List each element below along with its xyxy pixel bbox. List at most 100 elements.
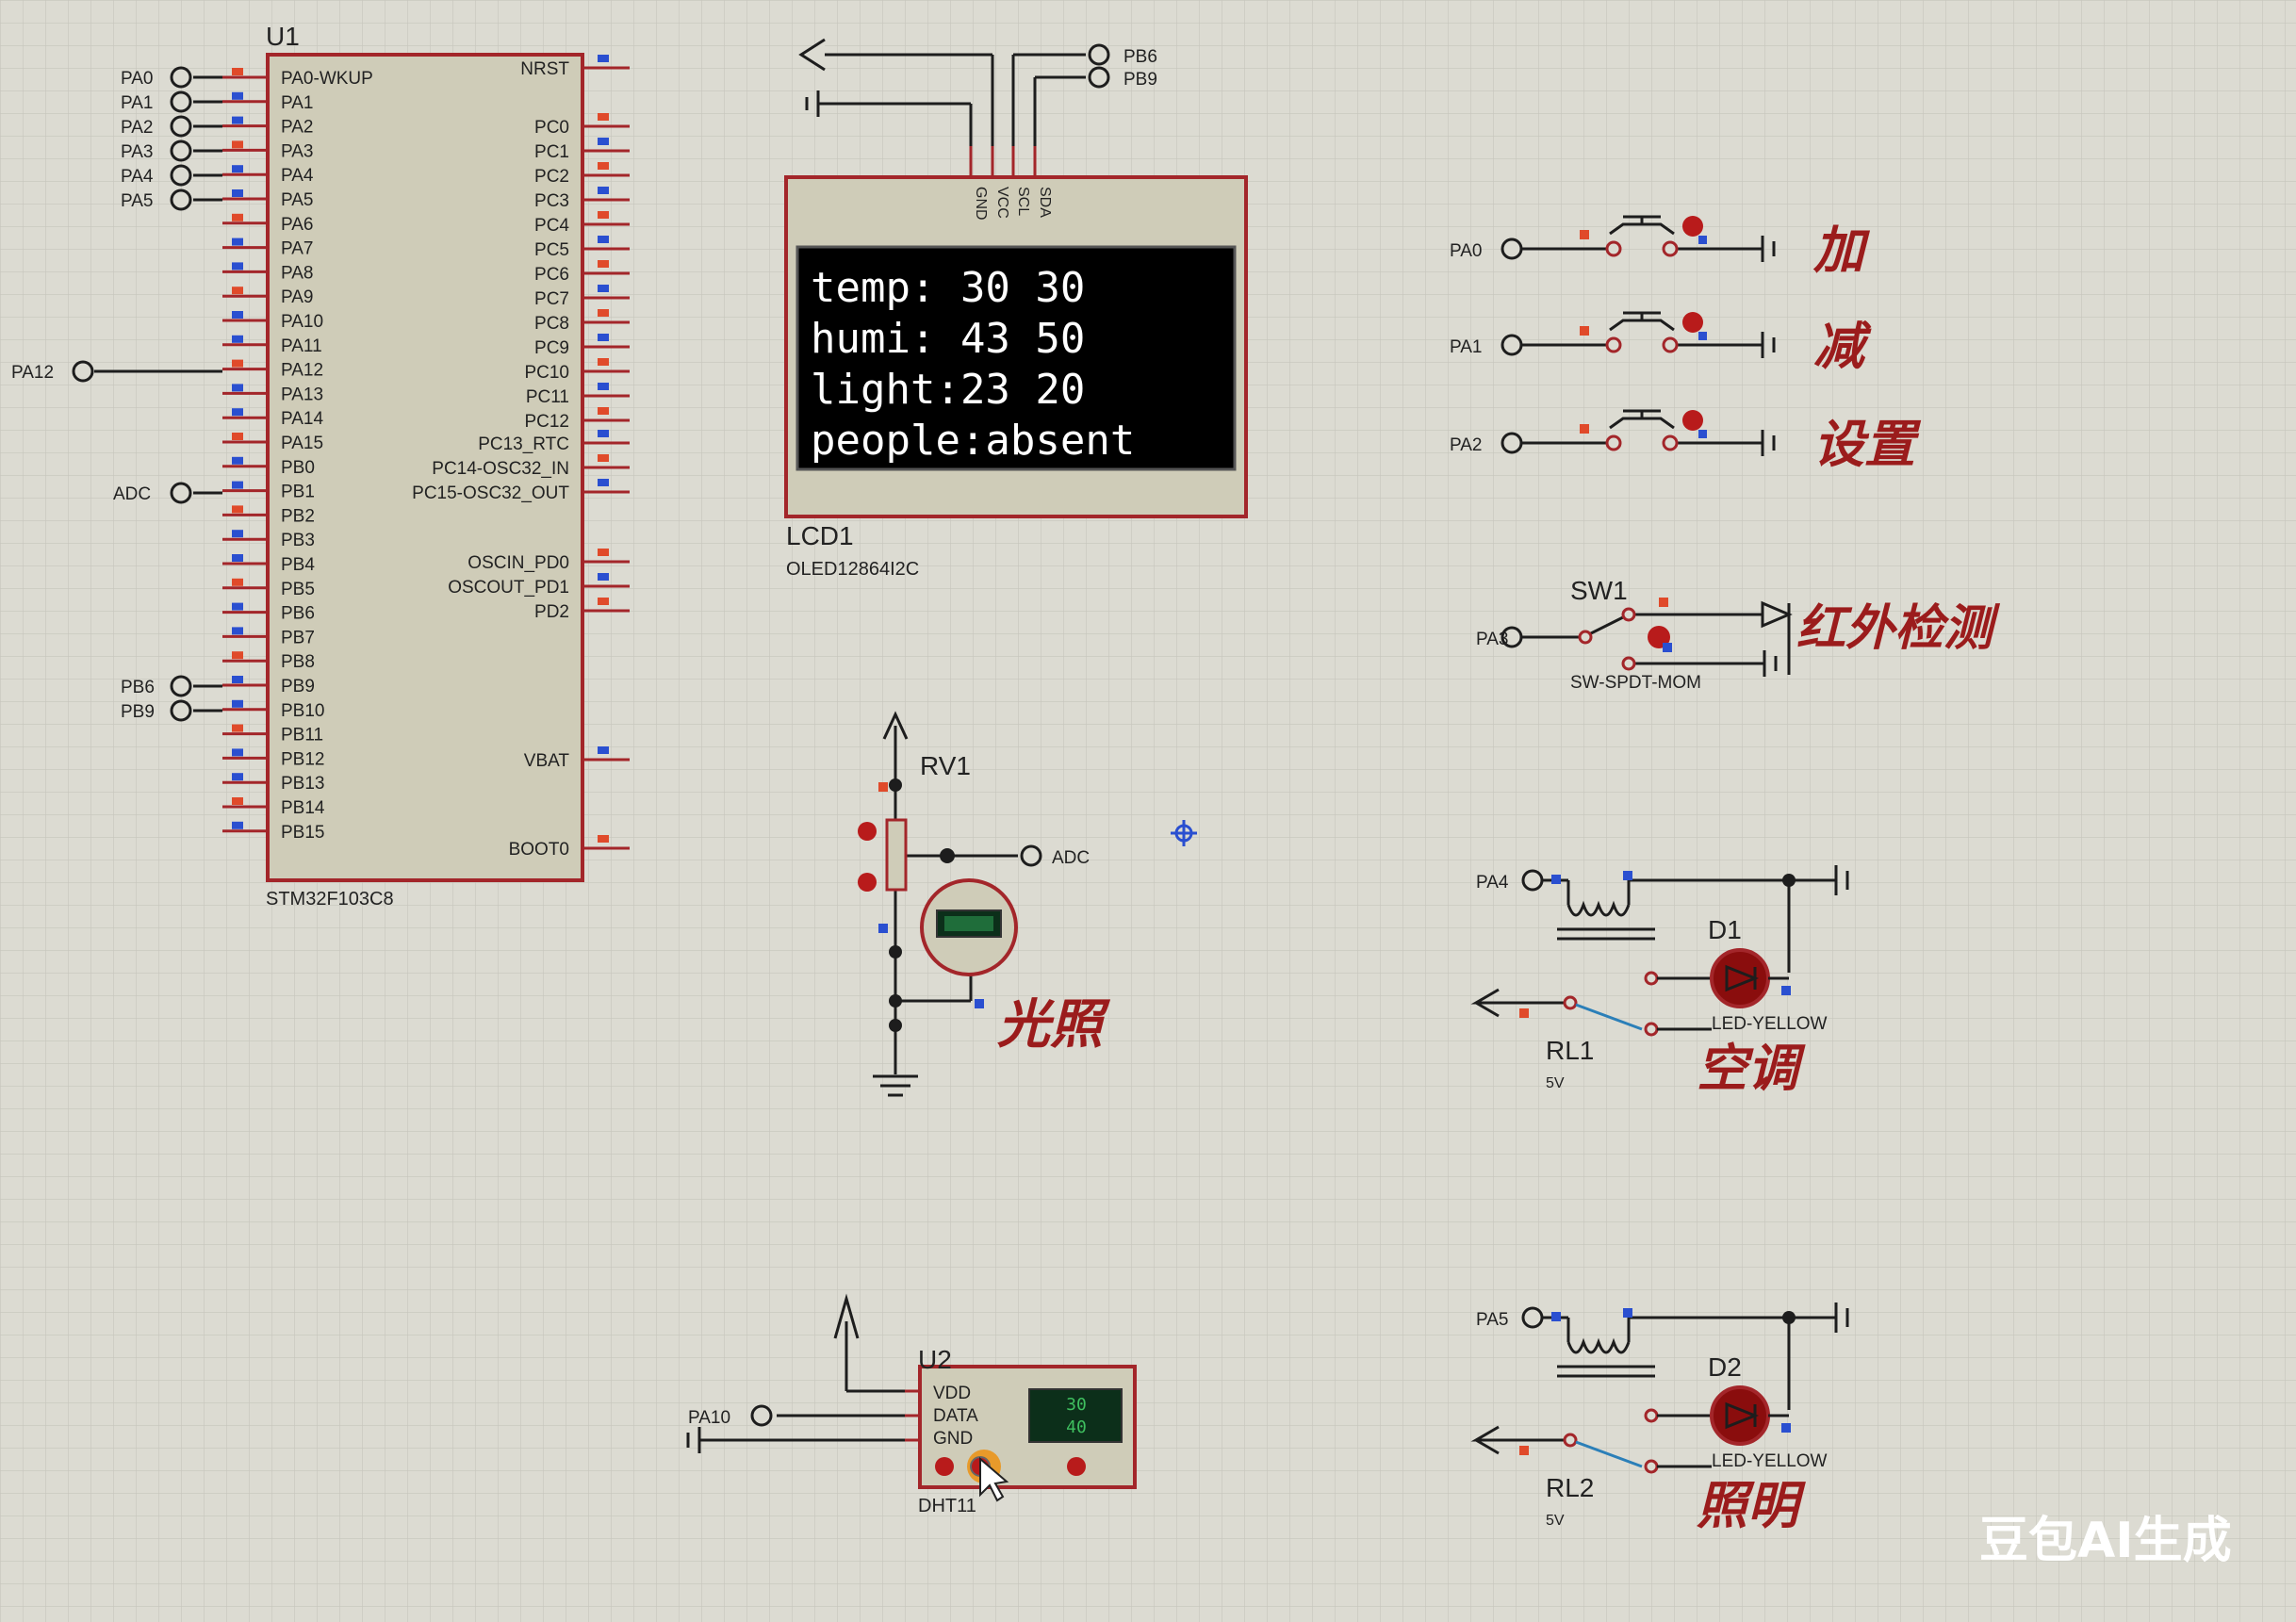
mcu-net-terminals	[72, 66, 222, 722]
relay-net: PA4	[1476, 873, 1509, 893]
dht-part: DHT11	[918, 1496, 976, 1516]
sw1-ref: SW1	[1570, 576, 1628, 605]
mcu-pin-left: PB6	[281, 604, 315, 624]
dht11-sensor[interactable]: PA10 VDD DATA GND 30 40 U2 DHT11	[686, 1293, 1137, 1516]
mcu-pin-left: PB1	[281, 483, 315, 502]
ldr-net: ADC	[1052, 848, 1090, 868]
mcu-pin-left: PB14	[281, 798, 325, 818]
mcu-pin-left: PB3	[281, 531, 315, 550]
net-label-adc: ADC	[113, 484, 151, 504]
sw1-net: PA3	[1476, 630, 1509, 649]
oled-pin-gnd: GND	[973, 187, 989, 221]
net-label-pa5: PA5	[121, 191, 154, 211]
oled-net-label-pb6: PB6	[1123, 47, 1157, 67]
relay-value: 5V	[1546, 1075, 1565, 1091]
mcu-pin-right: PC15-OSC32_OUT	[412, 483, 569, 503]
mcu-pin-right: PC2	[534, 167, 569, 187]
mcu-pin-right: PC1	[534, 142, 569, 162]
button-net: PA2	[1450, 435, 1483, 455]
mcu-pin-left: PA12	[281, 361, 323, 381]
relay-net: PA5	[1476, 1310, 1509, 1330]
mcu-pin-left: PB10	[281, 701, 324, 721]
mcu-pin-left: PB11	[281, 726, 323, 745]
mcu-pin-right: OSCOUT_PD1	[448, 578, 569, 598]
net-label-pb6: PB6	[121, 678, 155, 697]
mcu-pin-left: PB15	[281, 823, 324, 843]
relay-led-part: LED-YELLOW	[1712, 1014, 1828, 1034]
mcu-pin-left: PB4	[281, 555, 315, 575]
mcu-pin-right: PC8	[534, 314, 569, 334]
dht-pin-data: DATA	[933, 1406, 978, 1426]
mcu-pin-right: PC13_RTC	[478, 434, 569, 454]
mcu-pin-left: PA1	[281, 93, 314, 113]
mcu-left-pins: PA0-WKUPPA1PA2PA3PA4PA5PA6PA7PA8PA9PA10P…	[222, 68, 373, 843]
oled-pin-sda: SDA	[1037, 187, 1053, 218]
button-pa2[interactable]: PA2 设置	[1450, 409, 1922, 474]
oled-line-humi: humi: 43 50	[811, 315, 1085, 363]
oled-part: OLED12864I2C	[786, 559, 919, 580]
dht-display-temp: 30	[1066, 1395, 1087, 1415]
ir-switch[interactable]: PA3 SW1 SW-SPDT-MOM 红外检测	[1476, 576, 2001, 693]
mcu-pin-left: PA14	[281, 409, 324, 429]
mcu-pin-right: NRST	[520, 59, 569, 79]
sw1-label: 红外检测	[1796, 600, 2001, 657]
button-net: PA0	[1450, 241, 1483, 261]
mcu-pin-left: PA3	[281, 141, 314, 161]
mcu-pin-left: PA7	[281, 239, 314, 259]
mcu-pin-right: PC6	[534, 265, 569, 285]
dht-pin-gnd: GND	[933, 1429, 973, 1449]
mcu-pin-right: PC10	[524, 363, 569, 383]
mcu-pin-left: PB9	[281, 677, 315, 696]
mcu-pin-left: PB12	[281, 749, 324, 769]
net-label-pa0: PA0	[121, 69, 154, 89]
net-label-pa3: PA3	[121, 142, 154, 162]
oled-line-light: light:23 20	[811, 366, 1085, 414]
net-label-pa2: PA2	[121, 118, 154, 138]
mcu-pin-left: PA5	[281, 190, 314, 210]
net-label-pa1: PA1	[121, 93, 154, 113]
sw1-part: SW-SPDT-MOM	[1570, 673, 1701, 693]
mcu-pin-right: PC7	[534, 289, 569, 309]
mcu-pin-left: PB7	[281, 628, 315, 647]
oled-screen	[795, 245, 1237, 471]
dht-pin-vdd: VDD	[933, 1384, 971, 1403]
relay-led-ref: D2	[1708, 1352, 1742, 1382]
mcu-pin-right: VBAT	[524, 751, 570, 771]
mcu-pin-right: PC9	[534, 338, 569, 358]
button-label: 减	[1813, 317, 1872, 376]
mcu-pin-left: PB0	[281, 458, 315, 478]
mcu-pin-left: PA4	[281, 166, 314, 186]
ldr-ref: RV1	[920, 751, 971, 780]
mcu-pin-right: PC11	[526, 387, 569, 407]
mcu-pin-right: PC12	[524, 412, 569, 432]
mcu-pin-left: PB13	[281, 774, 324, 794]
net-label-pa12: PA12	[11, 363, 54, 383]
net-label-pa4: PA4	[121, 167, 154, 187]
oled-net-label-pb9: PB9	[1123, 70, 1157, 90]
mcu-stm32[interactable]: U1 STM32F103C8 PA0-WKUPPA1PA2PA3PA4PA5PA…	[222, 22, 630, 909]
oled-pin-vcc: VCC	[994, 187, 1010, 219]
button-label: 设置	[1813, 415, 1922, 474]
mcu-part: STM32F103C8	[266, 889, 394, 909]
mcu-pin-right: PC5	[534, 240, 569, 260]
mcu-pin-left: PB5	[281, 580, 315, 599]
mcu-pin-left: PA0-WKUP	[281, 69, 373, 89]
mcu-pin-right: OSCIN_PD0	[467, 553, 569, 573]
relay-led-ref: D1	[1708, 915, 1742, 944]
mcu-pin-left: PA15	[281, 434, 323, 453]
mcu-right-pins: NRSTPC0PC1PC2PC3PC4PC5PC6PC7PC8PC9PC10PC…	[412, 55, 630, 860]
light-sensor[interactable]: RV1 ADC 光照	[858, 711, 1111, 1097]
relay-ref: RL2	[1546, 1473, 1594, 1502]
mcu-pin-left: PA10	[281, 312, 323, 332]
mcu-pin-left: PB2	[281, 506, 315, 526]
dht-net: PA10	[688, 1408, 730, 1428]
